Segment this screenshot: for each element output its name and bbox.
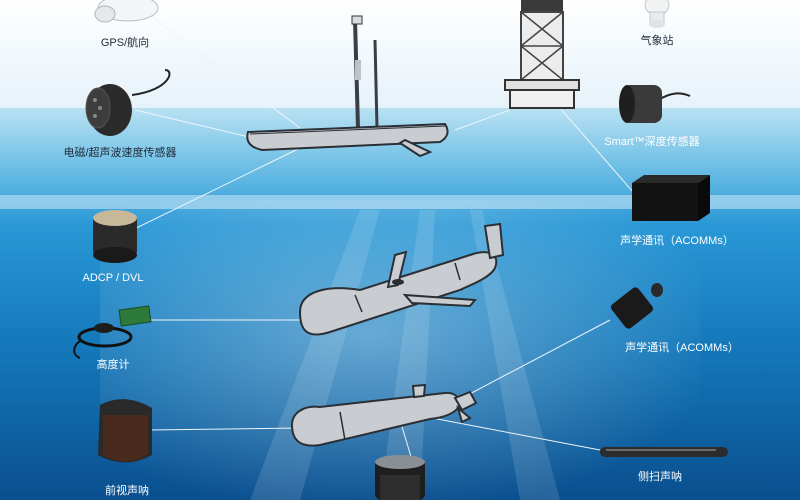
forward-sonar-icon (98, 399, 152, 463)
altimeter-label: 高度计 (97, 357, 130, 371)
speed-sensor-icon (85, 69, 171, 136)
buoy-platform-icon (504, 0, 580, 109)
forward-sonar-label: 前视声呐 (105, 483, 149, 497)
speed-sensor-label: 电磁/超声波速度传感器 (63, 145, 176, 159)
gps-sensor-icon (94, 0, 159, 23)
glider-vehicle-icon (298, 222, 505, 336)
acomms-1-label: 声学通讯（ACOMMs） (620, 233, 734, 247)
adcp-label: ADCP / DVL (83, 272, 144, 284)
depth-sensor-icon (619, 85, 691, 123)
depth-sensor-label: Smart™深度传感器 (604, 134, 699, 148)
surface-vessel-icon (246, 15, 449, 158)
side-scan-sonar-icon (600, 447, 728, 457)
adcp-sensor-icon (93, 210, 137, 263)
acomms-2-label: 声学通讯（ACOMMs） (625, 340, 739, 354)
bottom-sensor-icon (375, 455, 425, 500)
altimeter-sensor-icon (73, 305, 152, 359)
acomms-2-icon (610, 283, 663, 329)
gps-label: GPS/航向 (101, 35, 149, 49)
auv-vehicle-icon (290, 383, 478, 447)
leader-lines (121, 14, 641, 471)
weather-station-icon (644, 0, 670, 28)
side-scan-label: 侧扫声呐 (638, 469, 682, 483)
acomms-1-icon (632, 175, 710, 221)
weather-station-label: 气象站 (641, 33, 674, 47)
